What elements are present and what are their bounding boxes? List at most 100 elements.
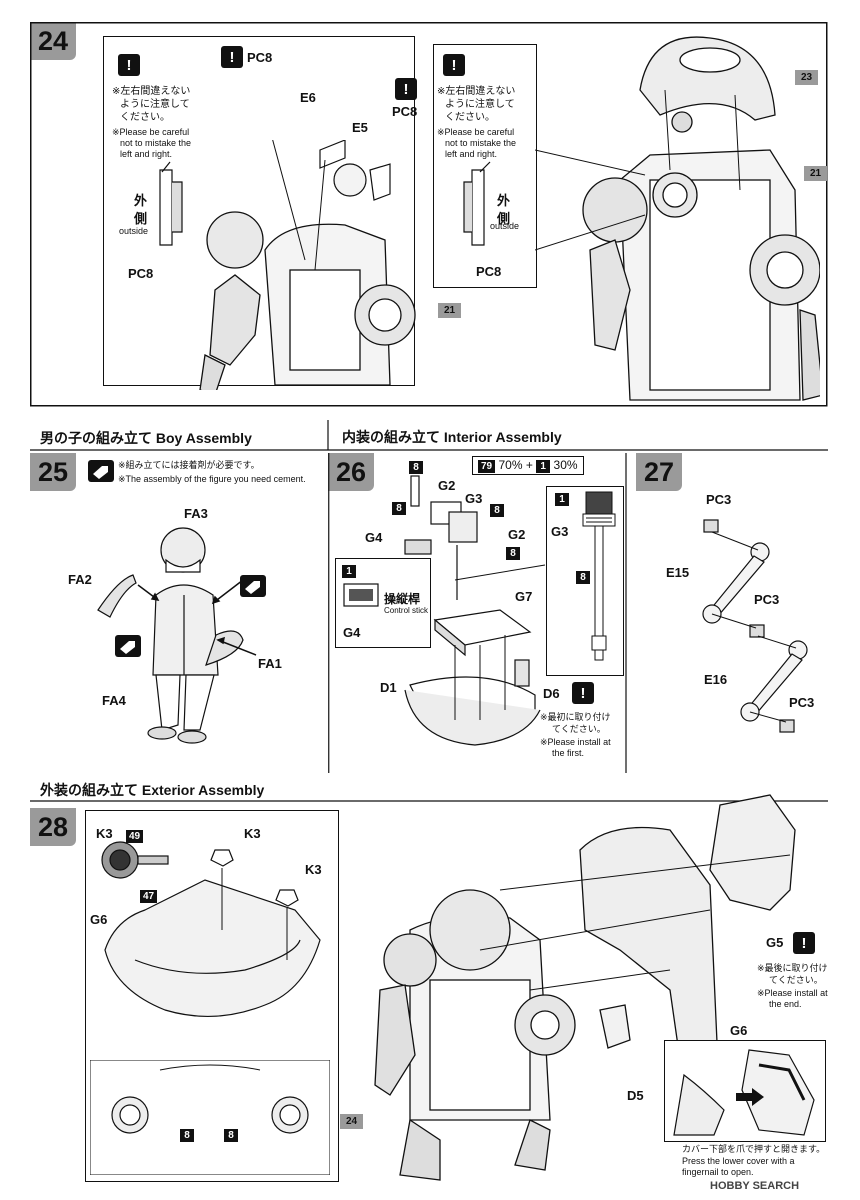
g3-label: G3 xyxy=(465,491,483,506)
control-stick-part-drawing xyxy=(343,583,379,607)
e16-label: E16 xyxy=(704,672,728,687)
step-number-25: 25 xyxy=(30,453,76,491)
paint-plus: + xyxy=(525,458,533,472)
pc8-label-right-inset: PC8 xyxy=(476,264,502,279)
e5-label: E5 xyxy=(352,120,368,135)
control-stick-label-jp: 操縦桿 xyxy=(384,592,421,606)
step24-robot-body-left xyxy=(199,140,416,390)
interior-assembly-drawing xyxy=(404,475,546,746)
step24-note-en-3: left and right. xyxy=(120,149,173,159)
outside-label-jp-2-right: 側 xyxy=(497,211,511,226)
step24-note-jp-1-right: ※左右間違えない xyxy=(437,86,516,97)
step24-note-en-3-right: left and right. xyxy=(445,149,498,159)
paint-number-a: 79 xyxy=(478,460,496,473)
exclamation-icon: ! xyxy=(395,78,417,100)
d5-label: D5 xyxy=(627,1088,644,1103)
cover-note-en-1: Press the lower cover with a xyxy=(682,1156,795,1166)
color-49-tag: 49 xyxy=(126,830,144,843)
exclamation-icon: ! xyxy=(221,46,243,68)
step-number-27: 27 xyxy=(636,453,682,491)
ref-tag-21-right: 21 xyxy=(804,166,828,181)
pc3-label-top: PC3 xyxy=(706,492,732,507)
e15-label: E15 xyxy=(666,565,690,580)
g3-label-inset: G3 xyxy=(551,524,569,539)
color-1-tag: 1 xyxy=(555,493,569,506)
g2-label-right: G2 xyxy=(508,527,526,542)
g5-note-en-1: ※Please install at xyxy=(757,988,828,998)
g4-label-inset: G4 xyxy=(343,625,361,640)
fa4-label: FA4 xyxy=(102,693,126,708)
step24-robot-body-right xyxy=(582,36,820,401)
boy-figure-drawing xyxy=(97,527,257,744)
step25-note-en: ※The assembly of the figure you need cem… xyxy=(118,474,306,484)
cover-note-en-2: fingernail to open. xyxy=(682,1167,754,1177)
outside-label-jp-1-right: 外 xyxy=(497,193,511,208)
step-number-28: 28 xyxy=(30,808,76,846)
g5-label: G5 xyxy=(766,935,784,950)
fa3-label: FA3 xyxy=(184,506,208,521)
d6-label: D6 xyxy=(543,686,560,701)
g4-label: G4 xyxy=(365,530,383,545)
pc3-label-bottom: PC3 xyxy=(789,695,815,710)
step24-note-jp-3-right: ください。 xyxy=(445,112,495,123)
step26-frame xyxy=(328,453,627,773)
cement-tube-icon xyxy=(115,635,141,657)
g2-label-left: G2 xyxy=(438,478,456,493)
color-8-tag: 8 xyxy=(576,571,590,584)
color-8-tag: 8 xyxy=(506,547,520,560)
d6-note-jp-1: ※最初に取り付け xyxy=(540,712,611,722)
g5-note-en-2: the end. xyxy=(769,999,802,1009)
color-8-tag: 8 xyxy=(409,461,423,474)
g3-stick-drawing xyxy=(582,491,616,661)
g6-label-left: G6 xyxy=(90,912,108,927)
exclamation-icon: ! xyxy=(443,54,465,76)
ref-tag-24: 24 xyxy=(340,1114,364,1129)
outside-label-en-right: outside xyxy=(490,221,520,231)
pc8-label-right: PC8 xyxy=(392,104,418,119)
paint-number-b: 1 xyxy=(536,460,551,473)
step24-inset-box-right xyxy=(433,44,537,288)
exterior-section-line xyxy=(30,800,828,802)
pc3-label-middle: PC3 xyxy=(754,592,780,607)
g6-part-drawing xyxy=(101,841,321,1018)
g7-label: G7 xyxy=(515,589,533,604)
d6-note-jp-2: てください。 xyxy=(552,724,606,734)
outside-label-jp-2: 側 xyxy=(134,211,148,226)
step24-note-en-1: ※Please be careful xyxy=(112,127,190,137)
exclamation-icon: ! xyxy=(118,54,140,76)
step24-frame xyxy=(30,22,828,407)
pc8-label-left-inset: PC8 xyxy=(128,266,154,281)
outside-label-en: outside xyxy=(119,226,149,236)
step24-note-en-2: not to mistake the xyxy=(120,138,192,148)
g5-note-jp-2: てください。 xyxy=(769,975,823,985)
cement-tube-icon xyxy=(88,460,114,482)
step24-note-jp-1: ※左右間違えない xyxy=(112,86,191,97)
exclamation-icon: ! xyxy=(793,932,815,954)
section-title-interior-assembly: 内装の組み立て Interior Assembly xyxy=(342,429,562,445)
section-title-boy-assembly: 男の子の組み立て Boy Assembly xyxy=(40,430,252,446)
step-number-24: 24 xyxy=(30,22,76,60)
step-number-26: 26 xyxy=(328,453,374,491)
exclamation-icon: ! xyxy=(572,682,594,704)
k3-label-1: K3 xyxy=(96,826,113,841)
cement-tube-icon xyxy=(240,575,266,597)
pc8-part-drawing-right xyxy=(463,161,491,246)
e6-label: E6 xyxy=(300,90,316,105)
d6-note-en-1: ※Please install at xyxy=(540,737,611,747)
g6-label-right: G6 xyxy=(730,1023,748,1038)
fa2-label: FA2 xyxy=(68,572,92,587)
g6-detail-drawing xyxy=(90,1060,330,1175)
control-stick-label-en: Control stick xyxy=(384,606,429,615)
step24-note-jp-2: ように注意して xyxy=(120,99,190,110)
section-title-exterior-assembly: 外装の組み立て Exterior Assembly xyxy=(40,782,265,798)
color-1-tag: 1 xyxy=(342,565,356,578)
color-8-tag: 8 xyxy=(180,1129,194,1142)
pc8-label-top: PC8 xyxy=(247,50,273,65)
d6-note-en-2: the first. xyxy=(552,748,585,758)
color-47-tag: 47 xyxy=(140,890,158,903)
color-8-tag: 8 xyxy=(224,1129,238,1142)
k3-label-2: K3 xyxy=(244,826,261,841)
outside-label-jp-1: 外 xyxy=(134,193,148,208)
paint-percent-a: 70% xyxy=(498,458,523,472)
arm-link-parts-drawing xyxy=(702,519,808,733)
